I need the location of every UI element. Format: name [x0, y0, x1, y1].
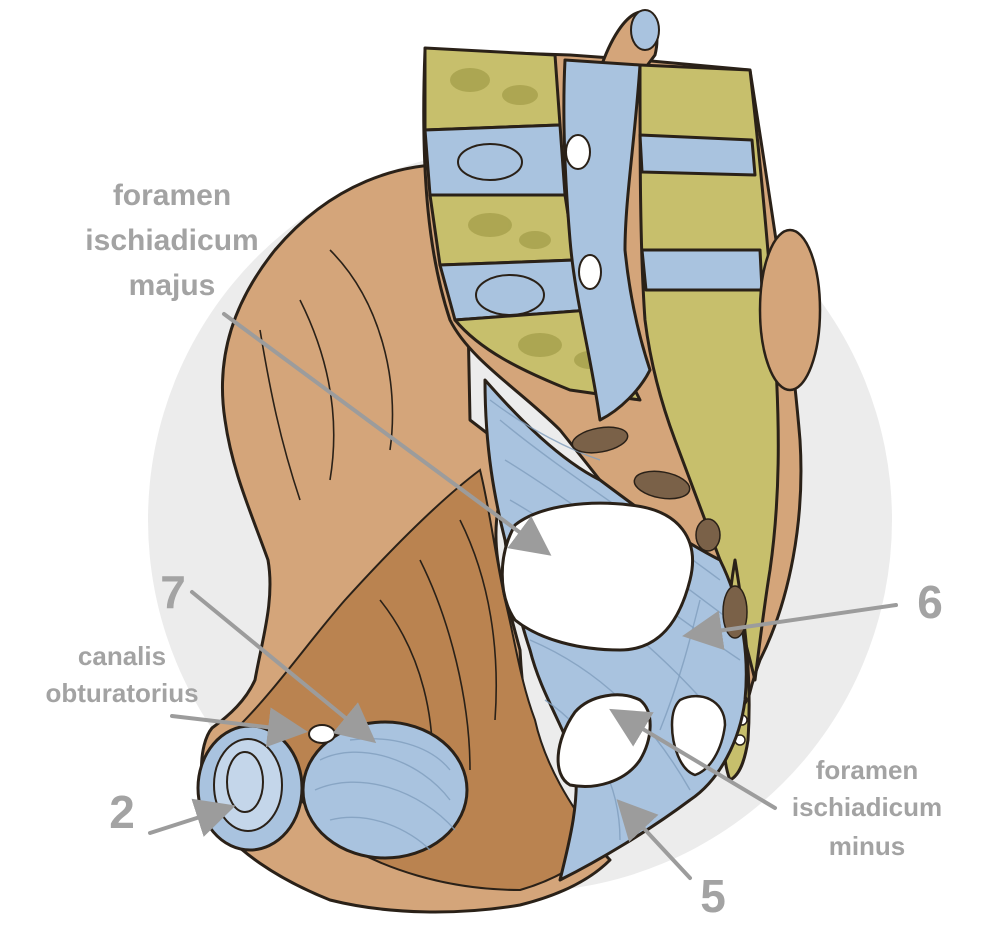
label-number-6: 6: [917, 576, 943, 628]
label-majus-line-2: ischiadicum: [85, 224, 258, 257]
label-majus-line-3: majus: [129, 269, 216, 302]
label-foramen-ischiadicum-majus: foramen ischiadicum majus: [85, 179, 258, 302]
label-number-2: 2: [109, 786, 135, 838]
posterior-disc-2: [642, 250, 762, 290]
label-majus-line-1: foramen: [113, 179, 231, 212]
posterior-disc-1: [640, 135, 755, 175]
foramen-ischiadicum-majus-opening: [502, 503, 692, 650]
foramen-small-2: [579, 255, 601, 289]
label-foramen-ischiadicum-minus: foramen ischiadicum minus: [792, 755, 942, 861]
label-minus-line-1: foramen: [816, 755, 919, 785]
label-minus-line-3: minus: [829, 831, 906, 861]
label-number-5: 5: [700, 870, 726, 922]
spinous-ligament-top: [631, 10, 659, 50]
obturator-canal-opening: [309, 725, 335, 743]
disc-1: [425, 125, 565, 195]
label-number-7: 7: [160, 566, 186, 618]
label-canalis-line-1: canalis: [78, 641, 166, 671]
vertebra-body-1: [425, 48, 560, 130]
foramen-small-1: [566, 135, 590, 169]
posterior-bump: [760, 230, 820, 390]
label-canalis-line-2: obturatorius: [45, 678, 198, 708]
label-minus-line-2: ischiadicum: [792, 792, 942, 822]
